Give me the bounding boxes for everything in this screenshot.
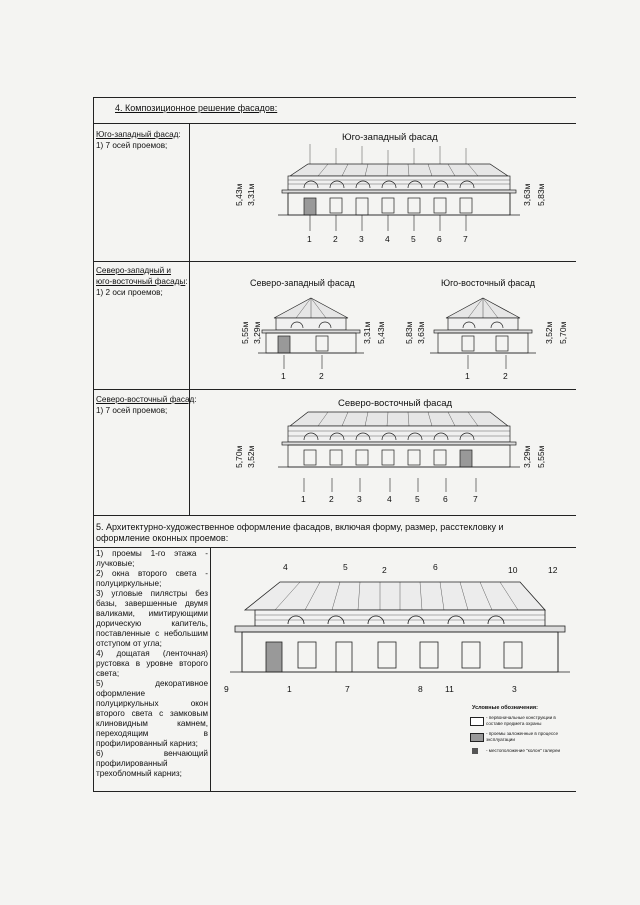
nw-axis-2: 2: [319, 371, 324, 381]
section5-item-6: 6) венчающий профилированный трехобломны…: [96, 749, 208, 778]
sw-axis-6: 6: [437, 234, 442, 244]
section5-item-3: 3) угловые пилястры без базы, завершенны…: [96, 589, 208, 648]
sw-dim-right-2: 5,83м: [536, 183, 546, 206]
section5-item-4: 4) дощатая (ленточная) рустовка в уровне…: [96, 649, 208, 678]
ne-axis-7: 7: [473, 494, 478, 504]
callout-2: 2: [382, 565, 387, 575]
nw-dim-right-2: 5,43м: [376, 321, 386, 344]
callout-1: 1: [287, 684, 292, 694]
ne-dim-right-1: 3,29м: [522, 445, 532, 468]
row-nw-label-line1: Северо-западный и: [96, 266, 172, 275]
ne-dim-right-2: 5,55м: [536, 445, 546, 468]
nw-dim-left-2: 3,29м: [252, 321, 262, 344]
ne-axis-2: 2: [329, 494, 334, 504]
se-dim-right-1: 3,52м: [544, 321, 554, 344]
drawing-nw-title: Северо-западный фасад: [250, 278, 355, 288]
sw-axis-5: 5: [411, 234, 416, 244]
ne-axis-1: 1: [301, 494, 306, 504]
se-axis-2: 2: [503, 371, 508, 381]
nw-dim-right-1: 3,31м: [362, 321, 372, 344]
callout-9: 9: [224, 684, 229, 694]
se-dim-right-2: 5,70м: [558, 321, 568, 344]
content-table: [93, 97, 576, 792]
ne-axis-3: 3: [357, 494, 362, 504]
drawing-sw-title: Юго-западный фасад: [342, 132, 438, 143]
se-axis-ticks: [467, 355, 507, 369]
sw-axis-1: 1: [307, 234, 312, 244]
callout-5: 5: [343, 562, 348, 572]
callout-12: 12: [548, 565, 558, 575]
row-sw-detail: 1) 7 осей проемов;: [96, 141, 168, 150]
section5-title-line1: 5. Архитектурно-художественное оформлени…: [96, 522, 504, 532]
sw-axis-4: 4: [385, 234, 390, 244]
facade-ne-svg: [278, 411, 520, 468]
sw-axis-2: 2: [333, 234, 338, 244]
section5-title-line2: оформление оконных проемов:: [96, 533, 229, 543]
legend-swatch-original: [470, 717, 484, 726]
sw-dim-left-1: 5,43м: [234, 183, 244, 206]
sw-dim-right-1: 3,63м: [522, 183, 532, 206]
callout-10: 10: [508, 565, 518, 575]
nw-axis-ticks: [283, 355, 323, 369]
facade-se-svg: [430, 297, 536, 354]
ne-axis-6: 6: [443, 494, 448, 504]
se-dim-left-2: 3,63м: [416, 321, 426, 344]
section5-item-1: 1) проемы 1-го этажа - лучковые;: [96, 549, 208, 568]
sw-dim-left-2: 3,31м: [246, 183, 256, 206]
row-sw-label: Юго-западный фасад:: [96, 130, 181, 139]
ne-dim-left-1: 5,70м: [234, 445, 244, 468]
callout-7: 7: [345, 684, 350, 694]
ne-axis-ticks: [303, 478, 477, 492]
section5-item-2: 2) окна второго света - полуциркульные;: [96, 569, 208, 588]
legend-swatch-walled: [470, 733, 484, 742]
legend-item-2: - проемы заложенные в процессе эксплуата…: [486, 731, 559, 742]
row-ne-label: Северо-восточный фасад:: [96, 395, 197, 404]
drawing-se-title: Юго-восточный фасад: [441, 278, 536, 288]
sw-axis-7: 7: [463, 234, 468, 244]
ne-dim-left-2: 3,52м: [246, 445, 256, 468]
ne-axis-4: 4: [387, 494, 392, 504]
facade-detail-svg: [230, 581, 570, 673]
section4-title: 4. Композиционное решение фасадов:: [115, 103, 278, 113]
nw-dim-left-1: 5,55м: [240, 321, 250, 344]
callout-3: 3: [512, 684, 517, 694]
drawing-ne-title: Северо-восточный фасад: [338, 398, 453, 409]
legend-title: Условные обозначения:: [472, 705, 538, 711]
callout-11: 11: [445, 684, 454, 694]
facade-nw-svg: [258, 297, 364, 354]
legend-item-1: - первоначальные конструкции в составе п…: [486, 715, 556, 726]
legend-item-3: - местоположение "колон" галереи: [486, 748, 561, 753]
row-ne-detail: 1) 7 осей проемов;: [96, 406, 168, 415]
ne-axis-5: 5: [415, 494, 420, 504]
legend-swatch-column: [472, 748, 478, 754]
section5-item-5: 5) декоративное оформление полуциркульны…: [96, 679, 208, 748]
row-nw-label-line2: юго-восточный фасады:: [96, 277, 188, 286]
sw-axis-ticks: [309, 215, 467, 231]
callout-6: 6: [433, 562, 438, 572]
nw-axis-1: 1: [281, 371, 286, 381]
callout-4: 4: [283, 562, 288, 572]
se-axis-1: 1: [465, 371, 470, 381]
callout-8: 8: [418, 684, 423, 694]
facade-sw-svg: [278, 144, 520, 216]
sw-axis-3: 3: [359, 234, 364, 244]
row-nw-detail: 1) 2 оси проемов;: [96, 288, 163, 297]
se-dim-left-1: 5,83м: [404, 321, 414, 344]
